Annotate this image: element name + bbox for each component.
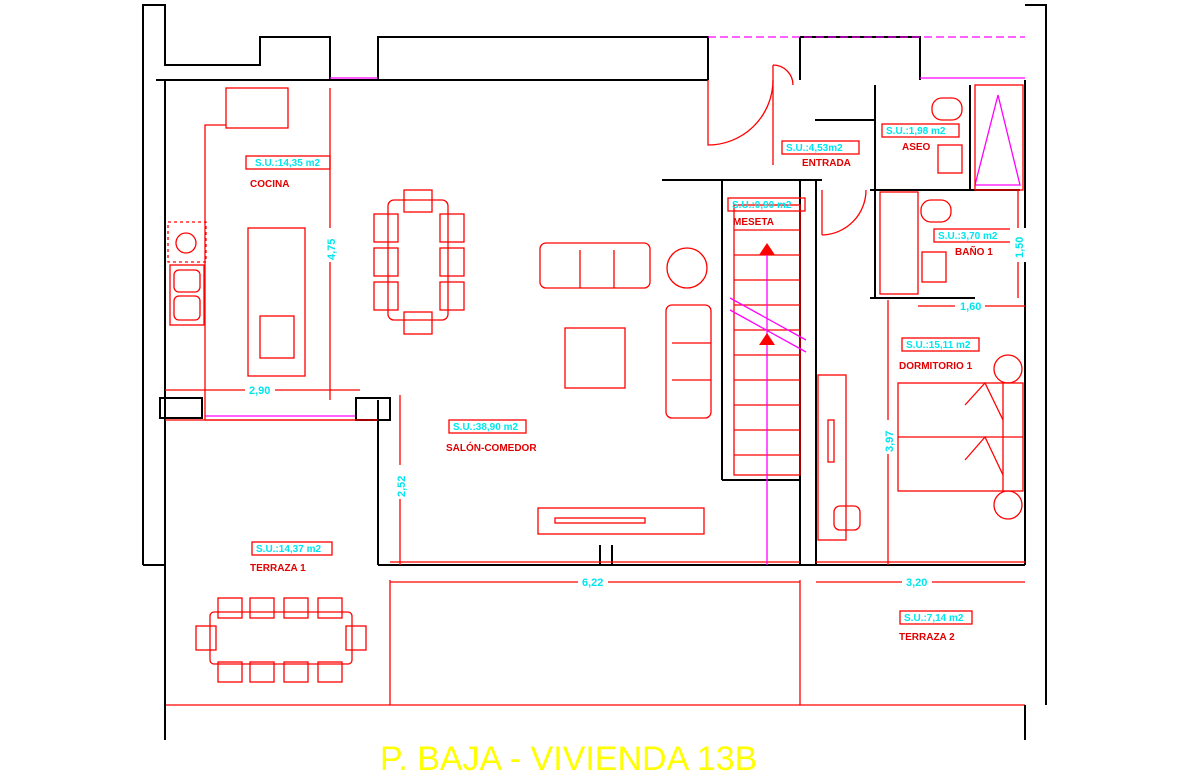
staircase — [729, 204, 807, 565]
area-label: S.U.:14,35 m2 — [255, 158, 320, 169]
area-label: S.U.:38,90 m2 — [453, 422, 518, 433]
bathroom-fixtures — [879, 84, 1024, 295]
area-label: S.U.:14,37 m2 — [256, 544, 321, 555]
room-name: TERRAZA 2 — [899, 632, 955, 643]
dimension-cocina-width: 2,90 — [249, 385, 270, 397]
windows — [205, 77, 1025, 563]
dimension-cocina-height: 4,75 — [326, 239, 338, 260]
living-furniture — [537, 242, 712, 535]
room-entrada: S.U.:4,53m2 ENTRADA — [781, 140, 860, 169]
dimension-dormitorio-depth: 3,97 — [884, 431, 896, 452]
dimension-bano-height: 1,50 — [1014, 237, 1026, 258]
room-terraza-1: S.U.:14,37 m2 TERRAZA 1 — [250, 541, 333, 574]
area-label: S.U.:4,53m2 — [786, 143, 843, 154]
terrace-table — [195, 597, 367, 683]
room-name: TERRAZA 1 — [250, 563, 306, 574]
room-name: ASEO — [902, 142, 931, 153]
room-name: MESETA — [733, 217, 774, 228]
room-name: ENTRADA — [802, 158, 851, 169]
room-name: SALÓN-COMEDOR — [446, 441, 537, 454]
area-label: S.U.:7,14 m2 — [904, 613, 964, 624]
area-label: S.U.:0,90 m2 — [732, 200, 792, 211]
room-name: DORMITORIO 1 — [899, 361, 973, 372]
plan-title: P. BAJA - VIVIENDA 13B — [380, 740, 757, 778]
doors — [707, 64, 867, 236]
room-cocina: S.U.:14,35 m2 COCINA — [245, 155, 331, 190]
room-name: BAÑO 1 — [955, 245, 993, 258]
area-label: S.U.:3,70 m2 — [938, 231, 998, 242]
bedroom-furniture — [817, 354, 1024, 541]
room-meseta: S.U.:0,90 m2 MESETA — [727, 197, 806, 228]
room-salon: S.U.:38,90 m2 SALÓN-COMEDOR — [446, 419, 537, 454]
walls — [142, 4, 1047, 705]
dimension-dormitorio-width: 3,20 — [906, 577, 927, 589]
terraces — [164, 36, 1026, 740]
room-dormitorio-1: S.U.:15,11 m2 DORMITORIO 1 — [899, 337, 980, 372]
area-label: S.U.:15,11 m2 — [906, 340, 971, 351]
room-name: COCINA — [250, 179, 289, 190]
kitchen-furniture — [167, 87, 306, 420]
dining-table — [373, 189, 465, 335]
dimension-salon-depth: 2,52 — [396, 476, 408, 497]
room-terraza-2: S.U.:7,14 m2 TERRAZA 2 — [899, 610, 973, 643]
area-label: S.U.:1,98 m2 — [886, 126, 946, 137]
dimension-salon-width: 6,22 — [582, 577, 603, 589]
room-aseo: S.U.:1,98 m2 ASEO — [881, 123, 960, 153]
dimension-bano-width: 1,60 — [960, 301, 981, 313]
